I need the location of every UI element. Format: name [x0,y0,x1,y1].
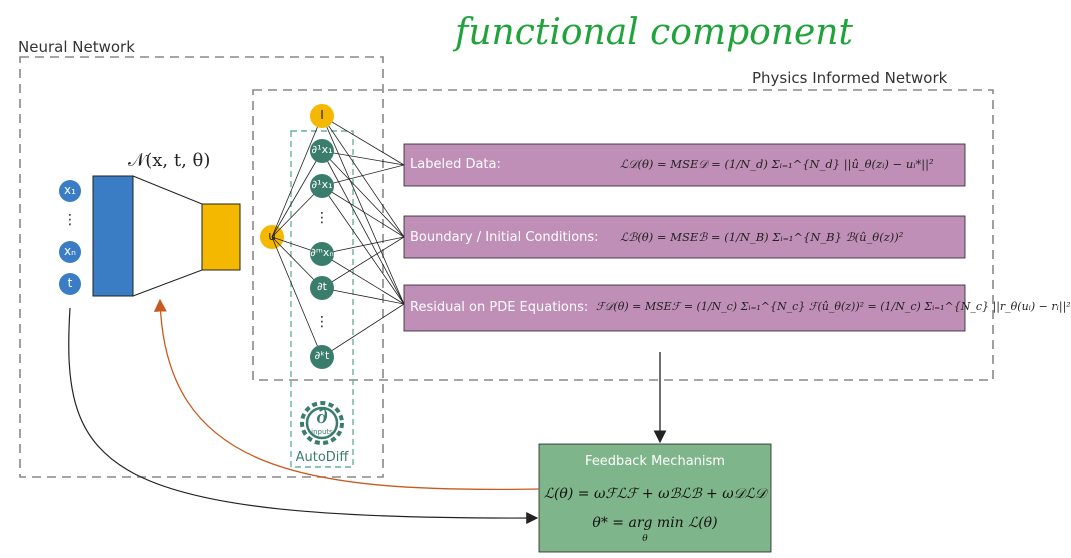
arrow-input-to-feedback [68,307,539,525]
dnode-label-2: ∂¹x₁ [311,178,333,191]
derivative-node-identity [310,104,334,128]
feedback-eq-1: ℒ(θ) = ωℱℒℱ + ωℬℒℬ + ω𝒟ℒ𝒟 [543,486,767,502]
dnode-label-1: ∂¹x₁ [311,143,333,156]
autodiff-icon-sub: inputs [311,428,333,436]
derivative-node-dxn [310,242,334,266]
input-label-ellipsis: ⋮ [63,212,77,228]
input-label-t: t [67,276,73,290]
input-label-xn: xₙ [64,244,76,258]
loss-connections [321,115,405,358]
input-node-xn [59,241,81,263]
input-node-x1 [59,180,81,202]
feedback-eq-2-sub: θ [642,534,648,544]
loss-box-residual [403,284,966,332]
feedback-title: Feedback Mechanism [585,454,725,469]
derivative-node-dx1-a [310,139,334,163]
physics-informed-region [252,89,994,381]
loss-eq-labeled: ℒ𝒟(θ) = MSE𝒟 = (1/N_d) Σᵢ₌₁^{N_d} ||û_θ(… [620,157,934,171]
dnode-label-5: ∂t [316,280,327,293]
arrow-feedback-to-nn [153,298,540,491]
handwritten-annotation: functional component [452,12,853,53]
loss-label-boundary: Boundary / Initial Conditions: [410,230,599,245]
dnode-label-3: ⋮ [315,210,329,226]
autodiff-label: AutoDiff [295,450,349,465]
derivative-node-dkt [310,345,334,369]
derivative-node-dx1-b [310,174,334,198]
dnode-label-0: I [320,108,324,122]
nn-output-layer [201,203,241,271]
autodiff-region [290,130,354,468]
feedback-eq-2: θ* = arg min ℒ(θ) [592,515,718,531]
feedback-box [538,443,772,553]
input-node-t [59,273,81,295]
autodiff-icon-symbol: ∂ [316,403,328,429]
diagram-graphics: functional component [19,12,994,553]
loss-eq-residual: ℱ𝒟(θ) = MSEℱ = (1/N_c) Σᵢ₌₁^{N_c} ℱ(û_θ(… [596,300,1071,313]
derivative-node-dt [310,276,334,300]
loss-label-residual: Residual on PDE Equations: [410,300,589,315]
autodiff-gear-icon [300,401,344,445]
neural-network-region [19,56,384,478]
loss-eq-boundary: ℒℬ(θ) = MSEℬ = (1/N_B) Σᵢ₌₁^{N_B} ℬ(û_θ(… [620,230,904,244]
nn-formula: 𝒩(x, t, θ) [128,150,211,171]
loss-box-boundary [403,215,966,259]
input-label-x1: x₁ [64,183,76,197]
dnode-label-4: ∂ᵐxₙ [310,246,334,259]
loss-label-labeled: Labeled Data: [410,157,501,172]
loss-box-labeled [403,143,966,187]
diagram-canvas: functional component Neural Network Phys… [18,12,1071,553]
nn-trapezoid [132,175,203,297]
physics-informed-label: Physics Informed Network [752,69,948,87]
neural-network-label: Neural Network [18,38,135,56]
u-label: u [268,229,276,243]
dnode-label-6: ⋮ [315,314,329,330]
nn-input-layer [92,175,134,297]
dnode-label-7: ∂ᵏt [314,349,330,362]
